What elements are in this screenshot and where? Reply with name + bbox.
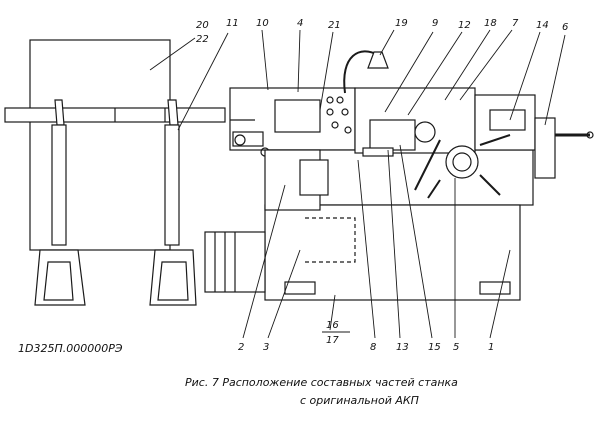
lamp-arm	[343, 50, 379, 94]
leveling-foot-left	[284, 281, 316, 295]
callout-14: 14	[536, 20, 549, 31]
spindle-knob	[234, 134, 246, 146]
leader-lines	[149, 29, 566, 339]
callout-8: 8	[370, 342, 376, 353]
callout-19: 19	[395, 18, 408, 29]
tool-turret-area	[354, 87, 594, 199]
callout-15: 15	[428, 342, 441, 353]
right-stand-post	[164, 124, 180, 246]
callout-6: 6	[562, 22, 568, 33]
figure-caption-line-2: с оригинальной АКП	[300, 394, 419, 407]
machine-bed	[264, 149, 534, 301]
callout-22: 22	[196, 34, 209, 45]
callout-4: 4	[297, 18, 303, 29]
callout-16: 16	[326, 320, 339, 331]
callout-13: 13	[396, 342, 409, 353]
callout-18: 18	[484, 18, 497, 29]
control-panel-window	[274, 99, 321, 133]
bar-feeder	[4, 39, 226, 306]
stock-tube-cover	[29, 39, 171, 251]
callout-3: 3	[263, 342, 269, 353]
callout-21: 21	[328, 20, 341, 31]
handwheel-spoke-2	[479, 134, 511, 146]
callout-20: 20	[196, 20, 209, 31]
callout-1: 1	[488, 342, 494, 353]
turret-disc	[414, 121, 436, 143]
figure-caption-line-1: Рис. 7 Расположение составных частей ста…	[185, 376, 458, 389]
document-code: 1D325П.000000РЭ	[18, 342, 123, 355]
callout-17: 17	[326, 335, 339, 346]
callout-10: 10	[256, 18, 269, 29]
leveling-foot-right	[479, 281, 511, 295]
callout-11: 11	[226, 18, 239, 29]
turret-handwheel	[445, 145, 479, 179]
callout-9: 9	[432, 18, 438, 29]
spindle-head	[229, 50, 389, 157]
callout-2: 2	[238, 342, 244, 353]
end-stop-housing	[534, 117, 556, 179]
left-stand-base	[34, 249, 86, 306]
callout-7: 7	[512, 18, 519, 29]
main-motor	[204, 231, 266, 293]
handwheel-spoke-1	[414, 139, 441, 191]
callout-numbers: 20 22 11 10 4 21 19 9 12 18 7 14 6 2 3 1…	[196, 18, 568, 353]
tailstock-housing	[474, 94, 536, 151]
hidden-motor-outline	[305, 217, 356, 263]
callout-12: 12	[458, 20, 471, 31]
right-stand-base	[149, 249, 197, 306]
left-stand-post	[51, 124, 67, 246]
handwheel-spoke-3	[479, 174, 501, 196]
work-lamp	[367, 51, 389, 69]
callout-5: 5	[453, 342, 459, 353]
